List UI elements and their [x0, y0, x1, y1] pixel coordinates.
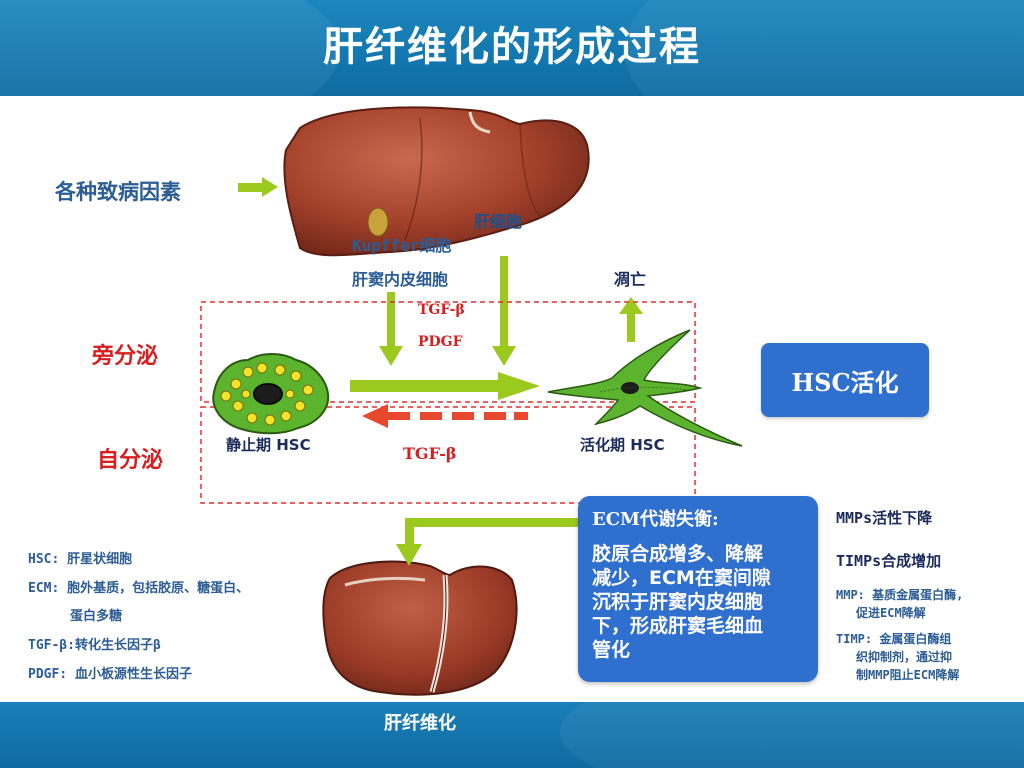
activated-hsc-cell — [547, 329, 743, 447]
ecm-box-line: 沉积于肝窦内皮细胞 — [592, 591, 764, 613]
pdgf-label: PDGF — [418, 334, 463, 350]
glossary-ecm-continued: 蛋白多糖 — [70, 609, 123, 624]
ecm-box-title: ECM代谢失衡: — [592, 509, 719, 530]
footer-label: 肝纤维化 — [384, 713, 456, 734]
paracrine-label: 旁分泌 — [92, 344, 159, 369]
mmp-definition-line: MMP: 基质金属蛋白酶, — [836, 588, 964, 602]
hepatocyte-down-arrow — [492, 256, 516, 366]
autocrine-dashed-box — [200, 406, 696, 504]
hsc-activation-box: HSC活化 — [761, 343, 929, 417]
timp-definition-line: TIMP: 金属蛋白酶组 — [836, 632, 952, 646]
causes-label: 各种致病因素 — [55, 180, 181, 204]
apoptosis-label: 凋亡 — [614, 270, 647, 289]
timps-note: TIMPs合成增加 — [836, 552, 942, 570]
ecm-box-line: 减少，ECM在窦间隙 — [592, 567, 771, 589]
autocrine-feedback-arrow — [362, 404, 528, 428]
title-bar — [0, 0, 1024, 96]
fibrotic-liver-image — [322, 560, 518, 696]
ecm-box-line: 下，形成肝窦毛细血 — [592, 615, 764, 637]
healthy-liver-image — [283, 106, 590, 257]
page-title: 肝纤维化的形成过程 — [323, 24, 701, 70]
kupffer-label: Kupffer细胞 — [352, 236, 452, 255]
timp-definition-line: 制MMP阻止ECM降解 — [856, 668, 960, 682]
activated-hsc-label: 活化期 HSC — [580, 436, 665, 454]
paracrine-dashed-box — [200, 301, 696, 403]
mmp-definition-line: 促进ECM降解 — [856, 606, 926, 620]
fibrosis-connector-arrow — [396, 518, 580, 566]
ecm-box-line: 胶原合成增多、降解 — [592, 543, 764, 565]
tgf-beta-paracrine-label: TGF-β — [418, 302, 465, 318]
ecm-box-body: 胶原合成增多、降解 减少，ECM在窦间隙 沉积于肝窦内皮细胞 下，形成肝窦毛细血… — [592, 542, 808, 662]
glossary-tgf: TGF-β:转化生长因子β — [28, 638, 161, 653]
tgf-beta-autocrine-label: TGF-β — [403, 444, 457, 463]
glossary-ecm: ECM: 胞外基质，包括胶原、糖蛋白、 — [28, 581, 250, 596]
mmp-definition: MMP: 基质金属蛋白酶, 促进ECM降解 — [836, 586, 963, 622]
footer-bar — [0, 702, 1024, 768]
ecm-box-line: 管化 — [592, 639, 631, 661]
activation-arrow — [350, 372, 540, 400]
timp-definition-line: 织抑制剂，通过抑 — [856, 650, 953, 664]
quiescent-hsc-cell — [212, 353, 330, 435]
sinusoid-down-arrow — [379, 292, 403, 366]
glossary-pdgf: PDGF: 血小板源性生长因子 — [28, 667, 192, 682]
ecm-imbalance-box — [578, 496, 818, 682]
mmps-note: MMPs活性下降 — [836, 509, 933, 527]
quiescent-hsc-label: 静止期 HSC — [226, 436, 311, 454]
hepatocyte-label: 肝细胞 — [474, 212, 523, 231]
causes-arrow — [238, 177, 278, 197]
sinusoid-endothelial-label: 肝窦内皮细胞 — [352, 270, 449, 289]
apoptosis-up-arrow — [619, 297, 643, 342]
glossary-hsc: HSC: 肝星状细胞 — [28, 552, 133, 567]
autocrine-label: 自分泌 — [97, 448, 164, 473]
timp-definition: TIMP: 金属蛋白酶组 织抑制剂，通过抑 制MMP阻止ECM降解 — [836, 630, 959, 684]
